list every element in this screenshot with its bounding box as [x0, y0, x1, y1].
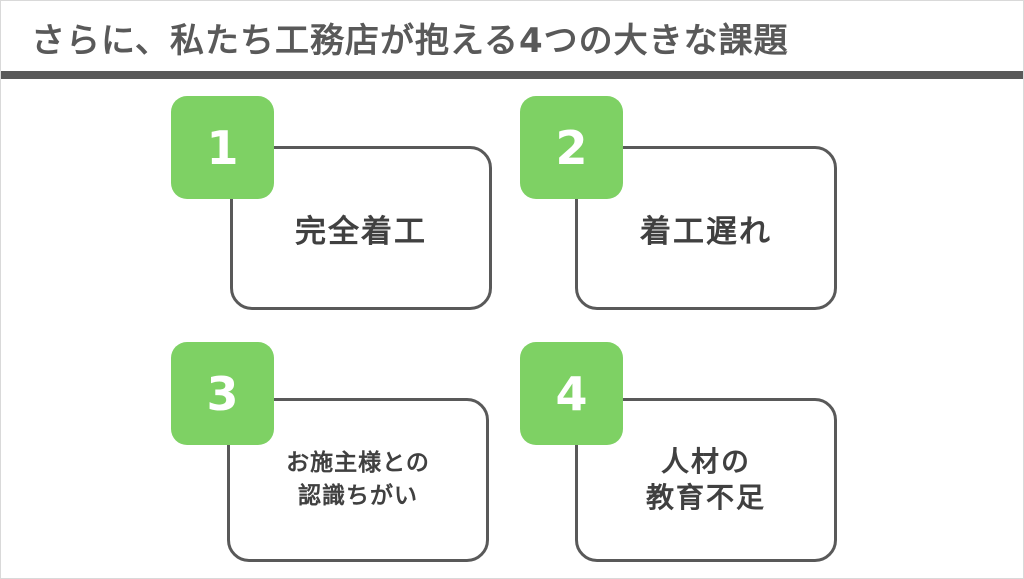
issue-label-4: 人材の 教育不足: [645, 444, 766, 514]
title-underline: [1, 71, 1023, 79]
issue-card-2: 着工遅れ: [575, 146, 837, 310]
issue-number-badge-3: 3: [171, 342, 274, 445]
issue-number-badge-4: 4: [520, 342, 623, 445]
issue-label-3: お施主様との 認識ちがい: [286, 449, 430, 509]
issue-number-badge-1: 1: [171, 96, 274, 199]
issue-label-1: 完全着工: [295, 213, 427, 250]
slide-title: さらに、私たち工務店が抱える4つの大きな課題: [31, 21, 789, 61]
issue-label-2: 着工遅れ: [640, 213, 772, 250]
issue-number-badge-2: 2: [520, 96, 623, 199]
